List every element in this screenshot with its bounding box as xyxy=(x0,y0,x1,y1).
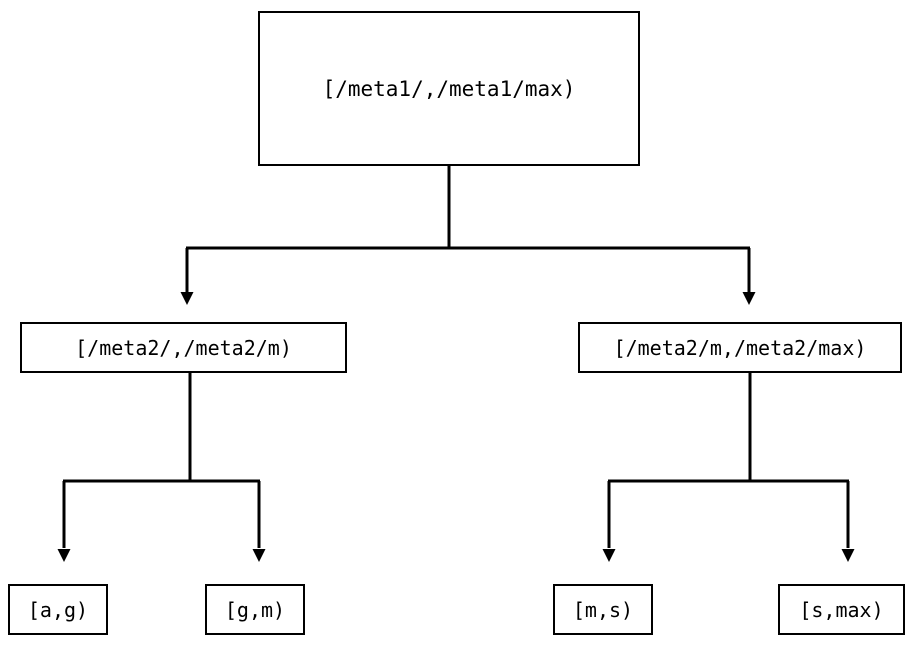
arrowhead-to-leaf1 xyxy=(57,549,71,562)
arrowhead-to-mid-left xyxy=(180,292,194,305)
tree-node-root[interactable]: [/meta1/,/meta1/max) xyxy=(258,11,640,166)
arrowhead-to-leaf2 xyxy=(252,549,266,562)
tree-node-leaf-1[interactable]: [a,g) xyxy=(8,584,108,635)
tree-node-mid-left[interactable]: [/meta2/,/meta2/m) xyxy=(20,322,347,373)
arrowhead-to-leaf3 xyxy=(602,549,616,562)
tree-node-leaf-2[interactable]: [g,m) xyxy=(205,584,305,635)
tree-node-leaf-4[interactable]: [s,max) xyxy=(778,584,905,635)
tree-node-mid-right[interactable]: [/meta2/m,/meta2/max) xyxy=(578,322,902,373)
tree-node-leaf-3[interactable]: [m,s) xyxy=(553,584,653,635)
arrowhead-to-leaf4 xyxy=(841,549,855,562)
arrowhead-to-mid-right xyxy=(742,292,756,305)
